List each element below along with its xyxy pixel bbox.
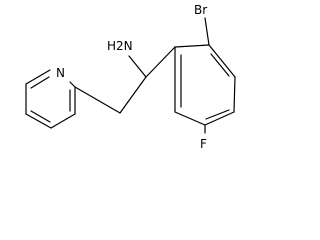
pyridine-nitrogen-label: N [56, 66, 65, 80]
bond [233, 76, 236, 113]
double-bond-inner [30, 76, 50, 89]
bond [145, 46, 176, 78]
molecule-diagram: Br H2N N F [25, 3, 236, 151]
bond [208, 44, 236, 78]
bond [50, 113, 76, 129]
bromine-label: Br [194, 3, 207, 17]
structure-svg: Br H2N N F [25, 3, 236, 151]
bond [128, 55, 147, 78]
bond [119, 76, 147, 114]
bond [204, 111, 235, 126]
double-bond-inner [210, 53, 230, 77]
linker-chain [74, 55, 147, 114]
fluorine-label: F [200, 137, 207, 151]
double-bond-inner [30, 110, 51, 123]
bond [174, 111, 206, 126]
bond [74, 86, 121, 114]
bond [174, 44, 210, 48]
double-bond-inner [205, 109, 230, 120]
bond [25, 69, 51, 85]
benzene-ring [145, 17, 236, 134]
amine-label: H2N [107, 39, 133, 53]
pyridine-ring [25, 69, 76, 129]
bond-to-bromine [204, 17, 210, 46]
bond [25, 113, 52, 129]
bond [69, 81, 76, 88]
